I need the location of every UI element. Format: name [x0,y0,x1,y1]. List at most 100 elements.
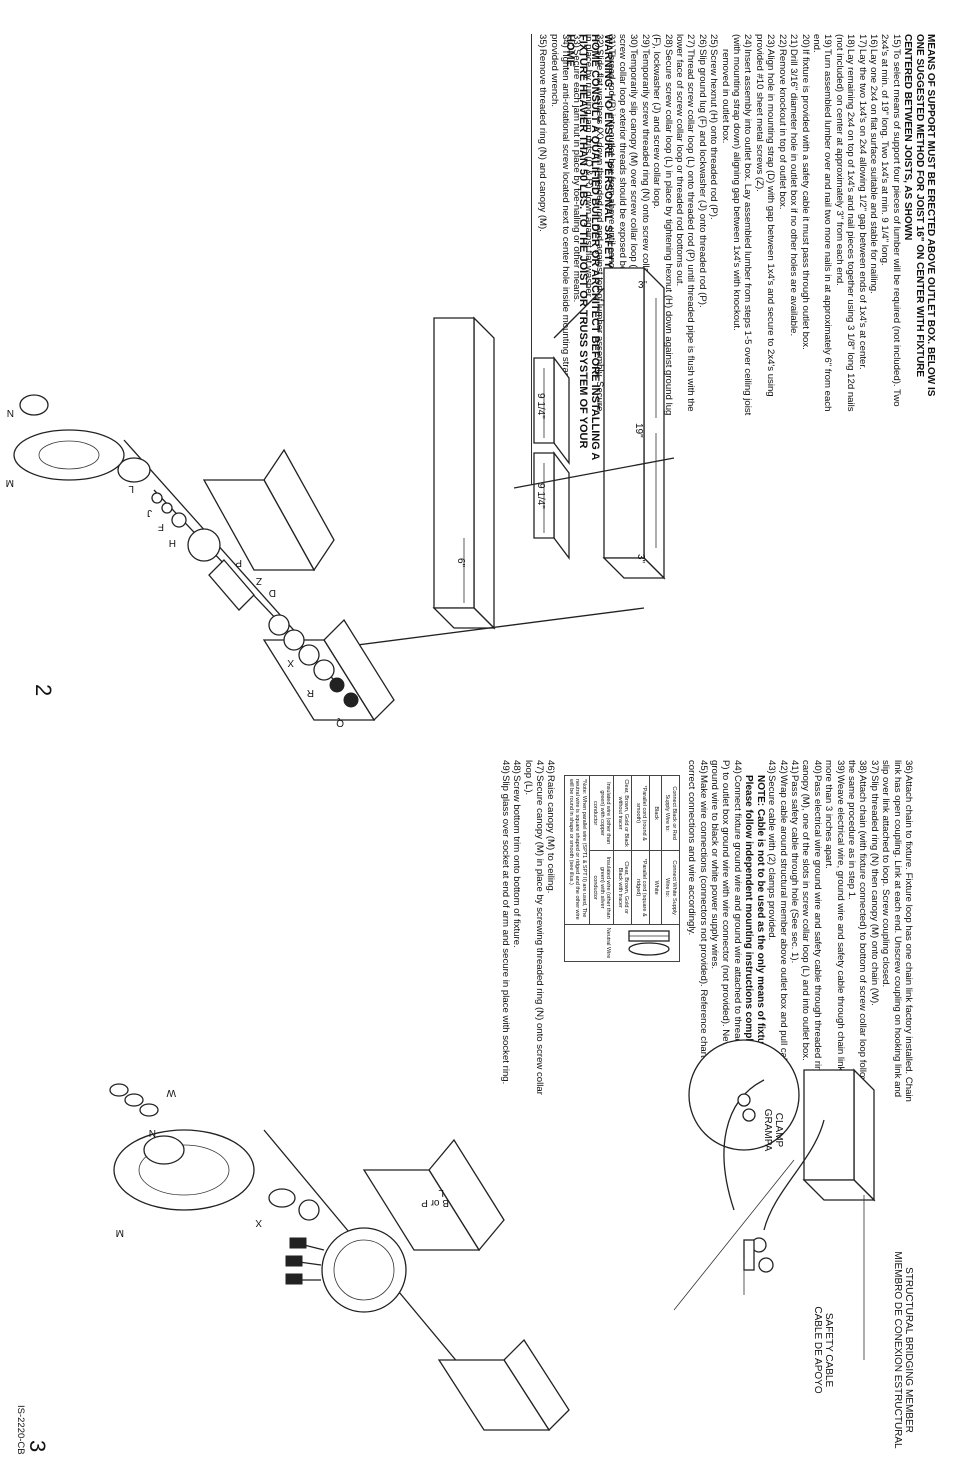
step-text: Secure cable with (2) clamps provided. [766,775,778,941]
support-heading: MEANS OF SUPPORT MUST BE ERECTED ABOVE O… [902,34,936,397]
step-number: 43) [766,760,778,774]
wire-cell: *Parallel cord (square & ridged) [631,850,650,925]
document-code: IS-2220-CB [15,1405,26,1455]
step-text: Screw hexnut (H) onto threaded rod (P). [708,49,720,220]
step-item: 40)Pass electrical wire ground wire and … [800,760,823,1105]
safety-cable-label: SAFETY CABLE CABLE DE APOYO [812,1290,834,1410]
step-item: 37)Slip threaded ring (N) then canopy (M… [868,760,880,1105]
nails [333,287,675,649]
dim-label-a: 3" [638,280,648,291]
step-text: To select means of support four pieces o… [879,34,902,407]
right-text-column: 36)Attach chain to fixture. Fixture loop… [499,760,914,1105]
step-text: Turn assembled lumber over and nail two … [810,34,834,412]
step-text: Remove threaded ring (N) and canopy (M). [537,49,549,232]
step-item: 16)Lay one 2x4 on flat surface suitable … [868,34,879,419]
step-number: 49) [499,760,511,774]
step-number: 26) [696,34,708,48]
step-text: Slip glass over socket at end of arm and… [499,775,511,1085]
part-label-b-or-p: B or P [421,1197,449,1208]
wire-cell: White [649,850,662,925]
step-number: 36) [903,760,914,774]
step-number: 46) [545,760,557,774]
step-number: 48) [511,760,523,774]
clamp-es: GRAMPA [762,1108,773,1152]
neutral-wire-illustration: Neutral Wire [564,925,680,962]
hardware-stack [13,394,359,708]
step-text: Lay remaining 2x4 on top of 1x4's and na… [833,34,857,412]
step-item: 39)Weave electrical wire, ground wire an… [823,760,846,1105]
wire-cell: Clear, Brown, Gold or Black without trac… [613,775,632,851]
step-number: 21) [788,34,800,48]
step-text: Pass safety cable through hole (See sec.… [788,775,800,964]
step-item: 36)Attach chain to fixture. Fixture loop… [880,760,914,1105]
step-text: removed in outlet box. [719,49,731,144]
chain [109,1083,159,1117]
dim-label-f: 6" [455,558,466,568]
step-text: Attach chain to fixture. Fixture loop ha… [880,760,914,1102]
wire-cell: Clear, Brown, Gold or Black with tracer [613,850,632,925]
wire-header-white: Connect White Supply Wire to: [661,850,680,925]
step-number: 17) [856,34,868,48]
step-text: Raise canopy (M) to ceiling. [545,775,557,894]
step-number: 38) [857,760,869,774]
step-number: 28) [662,34,674,48]
ceiling-block-right [437,1338,570,1432]
step-item: 24)Insert assembly into outlet box. Lay … [731,34,754,419]
step-text: Attach chain (with fixture connected) to… [845,760,869,1098]
part-label-m: M [116,1227,124,1238]
step-text: Pass electrical wire ground wire and saf… [800,760,823,1096]
step-number: 37) [868,760,880,774]
step-text: Slip ground lug (F) and lockwasher (J) o… [696,49,708,308]
step-text: Wrap cable around structural member abov… [777,775,789,1093]
step-text: Lay one 2x4 on flat surface suitable and… [867,49,879,294]
step-number: 41) [788,760,800,774]
wire-cell: Black [649,775,662,851]
chain-canopy-diagram: B or P L X N W M [109,1083,570,1432]
canopy [113,1129,255,1211]
outlet-box [285,1227,407,1313]
step-item: 47)Secure canopy (M) in place by screwin… [522,760,545,1105]
step-number: 23) [765,34,777,48]
step-item: 15)To select means of support four piece… [879,34,902,419]
wire-header-black: Connect Black or Red Supply Wire to: [661,775,680,851]
step-item: 19)Turn assembled lumber over and nail t… [810,34,834,419]
step-item: 27)Thread screw collar loop (L) onto thr… [674,34,696,419]
step-number: 40) [811,760,823,774]
dim-label-b: 19" [633,423,644,438]
part-label-j: J [147,507,152,518]
lumber-assembly-diagram: 3" 19" 3" 9 1/4" 9 1/4" 6" [333,266,675,649]
step-number: 45) [697,760,709,774]
structural-member-en: STRUCTURAL BRIDGING MEMBER [903,1267,914,1433]
top-2x4 [602,266,666,580]
step-number: 39) [834,760,846,774]
safety-cable-es: CABLE DE APOYO [812,1306,823,1394]
dimension-marks [463,298,657,603]
step-number: 24) [742,34,754,48]
ceiling-block-left [362,1138,505,1252]
step-item: 48)Screw bottom trim onto bottom of fixt… [511,760,522,1105]
step-item: 20)If fixture is provided with a safety … [799,34,811,419]
step-text: Make wire connections (connectors not pr… [686,760,709,1100]
step-item: 46)Raise canopy (M) to ceiling. [545,760,556,1105]
step-item: 26)Slip ground lug (F) and lockwasher (J… [696,34,708,419]
structural-member-beam [802,1068,876,1202]
wire-cell: *Parallel cord (round & smooth) [631,775,650,851]
step-item: 21)Drill 3/16" diameter hole in outlet b… [788,34,799,419]
part-label-r: R [307,687,314,698]
step-text: If fixture is provided with a safety cab… [799,49,811,350]
part-label-l: L [128,483,134,494]
parallel-cord-icon [628,930,670,956]
step-number: 35) [537,34,549,48]
step-item: 25)Screw hexnut (H) onto threaded rod (P… [708,34,719,419]
wire-connection-chart: Connect Black or Red Supply Wire to: Con… [564,775,680,1105]
step-text: Secure canopy (M) in place by screwing t… [522,760,545,1095]
screw-collar-loop [268,1188,320,1221]
part-label-h: H [169,537,176,548]
step-text: Weave electrical wire, ground wire and s… [823,760,846,1090]
part-label-p: P [235,557,242,568]
step-number: 19) [822,34,834,48]
safety-cable-en: SAFETY CABLE [823,1312,834,1388]
right-steps-list-c: 46)Raise canopy (M) to ceiling.47)Secure… [499,760,557,1105]
part-label-m: M [6,477,14,488]
step-number: 47) [533,760,545,774]
